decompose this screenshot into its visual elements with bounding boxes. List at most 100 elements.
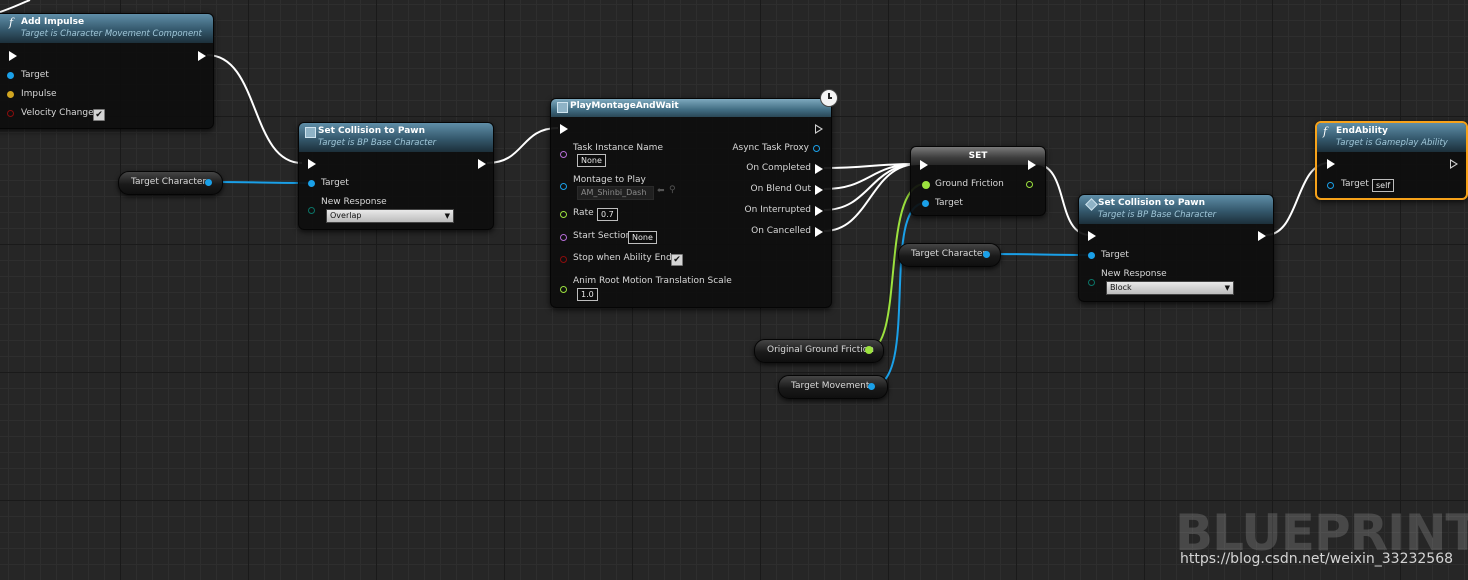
- exec-in-pin[interactable]: [1327, 159, 1335, 169]
- async-task-proxy-label: Async Task Proxy: [732, 143, 809, 153]
- start-section-label: Start Section: [573, 231, 632, 241]
- on-completed-pin[interactable]: [815, 164, 823, 174]
- montage-to-play-pin[interactable]: [560, 183, 567, 190]
- getter-output-pin[interactable]: [868, 383, 875, 390]
- node-header[interactable]: f Add Impulse Target is Character Moveme…: [0, 14, 213, 43]
- on-completed-label: On Completed: [746, 163, 811, 173]
- anim-root-motion-pin[interactable]: [560, 286, 567, 293]
- getter-label: Target Character: [911, 249, 987, 259]
- node-subtitle: Target is BP Base Character: [318, 138, 437, 148]
- getter-label: Target Character: [131, 177, 207, 187]
- getter-output-pin[interactable]: [983, 251, 990, 258]
- node-header[interactable]: Set Collision to Pawn Target is BP Base …: [299, 123, 493, 152]
- node-title: EndAbility: [1336, 126, 1388, 136]
- exec-wire-set-collision-to-montage: [486, 127, 559, 164]
- target-label: Target: [1101, 250, 1129, 260]
- rate-label: Rate: [573, 208, 594, 218]
- on-cancelled-pin[interactable]: [815, 227, 823, 237]
- node-header[interactable]: SET: [911, 147, 1045, 165]
- getter-output-pin[interactable]: [205, 179, 212, 186]
- target-label: Target: [21, 70, 49, 80]
- impulse-label: Impulse: [21, 89, 57, 99]
- target-pin[interactable]: [1327, 182, 1334, 189]
- start-section-field[interactable]: None: [628, 231, 657, 244]
- exec-out-pin[interactable]: [198, 51, 206, 61]
- exec-in-pin[interactable]: [308, 159, 316, 169]
- exec-in-pin[interactable]: [9, 51, 17, 61]
- on-interrupted-pin[interactable]: [815, 206, 823, 216]
- node-header[interactable]: Set Collision to Pawn Target is BP Base …: [1079, 195, 1273, 224]
- target-pin[interactable]: [1088, 252, 1095, 259]
- rate-field[interactable]: 0.7: [597, 208, 618, 221]
- task-instance-name-label: Task Instance Name: [573, 143, 663, 153]
- target-label: Target: [935, 198, 963, 208]
- getter-original-ground-friction[interactable]: Original Ground Friction: [754, 339, 884, 363]
- browse-search-icon[interactable]: ⚲: [669, 185, 676, 195]
- target-pin[interactable]: [308, 180, 315, 187]
- target-pin[interactable]: [922, 200, 929, 207]
- exec-out-pin[interactable]: [1450, 159, 1458, 169]
- node-header[interactable]: f EndAbility Target is Gameplay Ability: [1317, 123, 1466, 152]
- task-instance-name-field[interactable]: None: [577, 154, 606, 167]
- exec-in-pin[interactable]: [1088, 231, 1096, 241]
- new-response-label: New Response: [1101, 269, 1167, 279]
- getter-output-pin[interactable]: [865, 346, 873, 354]
- ground-friction-pin[interactable]: [922, 181, 930, 189]
- async-task-proxy-pin[interactable]: [813, 145, 820, 152]
- object-wire-target-character-2: [987, 253, 1092, 256]
- getter-target-character[interactable]: Target Character: [118, 171, 223, 195]
- exec-out-pin[interactable]: [815, 124, 823, 134]
- exec-out-pin[interactable]: [1028, 160, 1036, 170]
- node-subtitle: Target is Gameplay Ability: [1336, 138, 1448, 148]
- getter-target-character-2[interactable]: Target Character: [898, 243, 1001, 267]
- node-title: Add Impulse: [21, 17, 85, 27]
- target-self-field[interactable]: self: [1372, 179, 1395, 192]
- use-asset-arrow-icon[interactable]: ⬅: [657, 186, 665, 196]
- function-icon: f: [9, 16, 14, 29]
- node-play-montage-and-wait[interactable]: PlayMontageAndWait Task Instance Name No…: [550, 98, 832, 308]
- anim-root-motion-field[interactable]: 1.0: [577, 288, 598, 301]
- node-set-collision-block[interactable]: Set Collision to Pawn Target is BP Base …: [1078, 194, 1274, 302]
- node-set-collision-overlap[interactable]: Set Collision to Pawn Target is BP Base …: [298, 122, 494, 230]
- exec-in-pin[interactable]: [920, 160, 928, 170]
- node-title: SET: [968, 151, 988, 161]
- exec-in-pin[interactable]: [560, 124, 568, 134]
- new-response-pin[interactable]: [308, 207, 315, 214]
- getter-target-movement[interactable]: Target Movement: [778, 375, 888, 399]
- node-add-impulse[interactable]: f Add Impulse Target is Character Moveme…: [0, 13, 214, 129]
- on-cancelled-label: On Cancelled: [751, 226, 811, 236]
- new-response-pin[interactable]: [1088, 279, 1095, 286]
- new-response-label: New Response: [321, 197, 387, 207]
- velocity-change-label: Velocity Change: [21, 108, 94, 118]
- node-end-ability[interactable]: f EndAbility Target is Gameplay Ability …: [1315, 121, 1468, 200]
- stop-when-ability-ends-label: Stop when Ability Ends: [573, 253, 677, 263]
- rate-pin[interactable]: [560, 211, 567, 218]
- stop-when-ability-ends-pin[interactable]: [560, 256, 567, 263]
- object-wire-target-character-1: [211, 181, 309, 184]
- velocity-change-pin[interactable]: [7, 110, 14, 117]
- set-diamond-icon: [1085, 198, 1098, 211]
- new-response-dropdown[interactable]: Overlap: [326, 209, 454, 223]
- exec-out-pin[interactable]: [478, 159, 486, 169]
- exec-out-pin[interactable]: [1258, 231, 1266, 241]
- source-url-watermark: https://blog.csdn.net/weixin_33232568: [1180, 551, 1454, 567]
- getter-label: Target Movement: [791, 381, 870, 391]
- montage-asset-picker[interactable]: AM_Shinbi_Dash: [577, 186, 654, 200]
- impulse-pin[interactable]: [7, 91, 14, 98]
- function-icon: f: [1323, 125, 1328, 138]
- ground-friction-label: Ground Friction: [935, 179, 1004, 189]
- node-header[interactable]: PlayMontageAndWait: [551, 99, 831, 117]
- node-set-ground-friction[interactable]: SET Ground Friction Target: [910, 146, 1046, 216]
- latent-node-icon: [557, 102, 568, 113]
- velocity-change-checkbox[interactable]: ✔: [93, 109, 105, 121]
- start-section-pin[interactable]: [560, 234, 567, 241]
- stop-when-ability-ends-checkbox[interactable]: ✔: [671, 254, 683, 266]
- task-instance-name-pin[interactable]: [560, 151, 567, 158]
- new-response-dropdown[interactable]: Block: [1106, 281, 1234, 295]
- target-pin[interactable]: [7, 72, 14, 79]
- blueprint-watermark: BLUEPRINT: [1175, 504, 1468, 562]
- exec-wire-offscreen: [0, 0, 31, 13]
- ground-friction-out-pin[interactable]: [1026, 181, 1033, 188]
- on-blend-out-pin[interactable]: [815, 185, 823, 195]
- node-title: PlayMontageAndWait: [570, 101, 679, 111]
